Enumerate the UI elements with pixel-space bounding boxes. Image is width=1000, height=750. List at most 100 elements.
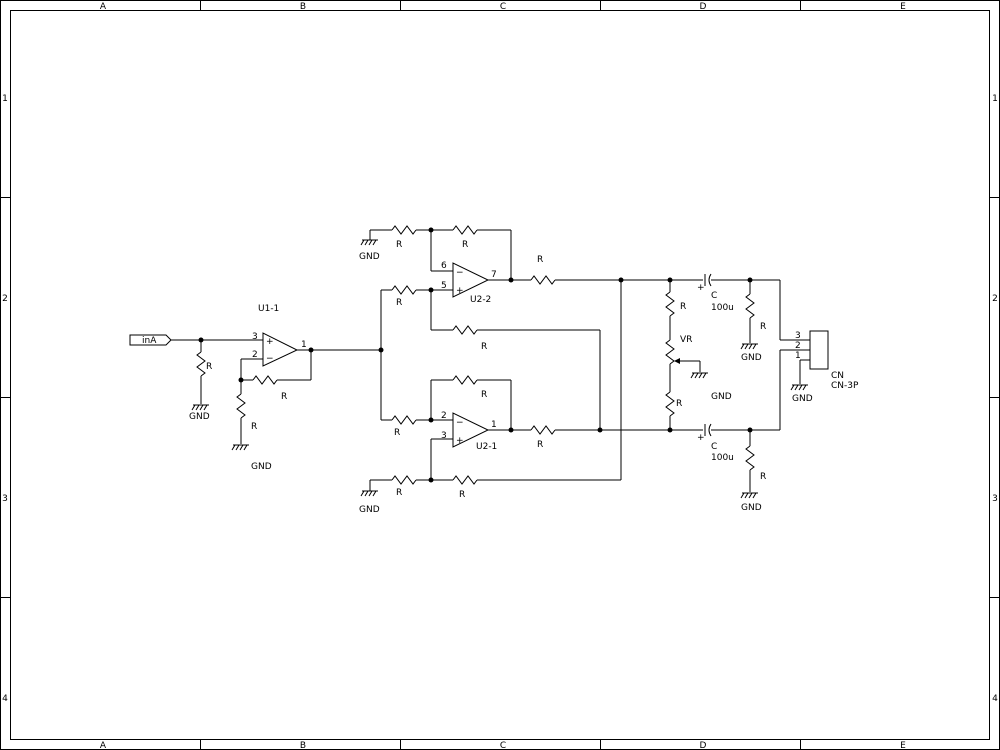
resistor-u1-gain (236, 393, 246, 419)
ground-label: GND (741, 353, 762, 363)
resistor-vr-upper (665, 291, 675, 317)
ground-label: GND (711, 392, 732, 402)
resistor-label: R (206, 362, 212, 372)
frame-col-top-c: C (500, 2, 506, 12)
input-port-label: inA (142, 336, 157, 346)
capacitor-value: 100u (711, 303, 734, 313)
resistor-u2-2-input (391, 285, 417, 295)
opamp-pin-label: 2 (252, 350, 258, 360)
resistor-u2-2-output (530, 275, 556, 285)
opamp-plus-sign: + (456, 436, 464, 446)
resistor-u2-2-feedback (452, 225, 478, 235)
opamp-minus-sign: − (456, 418, 464, 428)
resistor-label: R (462, 240, 468, 250)
opamp-minus-sign: − (456, 268, 464, 278)
ground-label: GND (359, 252, 380, 262)
resistor-label: R (760, 472, 766, 482)
resistor-cross-upper (452, 325, 478, 335)
frame-col-top-b: B (300, 2, 306, 12)
frame-col-top-a: A (100, 2, 107, 12)
ground-label: GND (741, 503, 762, 513)
potentiometer-vr[interactable] (665, 339, 675, 365)
connector-cn[interactable] (809, 330, 829, 370)
resistor-input-shunt (196, 351, 206, 377)
resistor-label: R (394, 428, 400, 438)
resistor-u2-1-output (530, 425, 556, 435)
ground-icon (690, 372, 709, 379)
ground-label: GND (189, 412, 210, 422)
opamp-pin-label: 6 (441, 261, 447, 271)
resistor-u2-1-ground (391, 475, 417, 485)
resistor-label: R (396, 298, 402, 308)
connector-pin-label: 1 (795, 351, 801, 361)
resistor-label: R (760, 322, 766, 332)
frame-col-bottom-b: B (300, 741, 306, 750)
potentiometer-label: VR (680, 335, 692, 345)
opamp-u2-1 (452, 412, 490, 448)
junction-dot (597, 427, 603, 433)
ground-label: GND (359, 505, 380, 515)
opamp-pin-label: 1 (301, 340, 307, 350)
resistor-label: R (537, 255, 543, 265)
capacitor-upper (703, 273, 712, 287)
resistor-label: R (537, 440, 543, 450)
resistor-u1-feedback (252, 375, 278, 385)
frame-row-left-3: 3 (2, 494, 8, 504)
resistor-u2-2-ground (391, 225, 417, 235)
frame-col-top-e: E (900, 2, 906, 12)
resistor-label: R (459, 490, 465, 500)
frame-row-left-4: 4 (2, 694, 8, 704)
capacitor-polarity-mark: + (697, 433, 705, 443)
wiper-arrow-icon (674, 358, 680, 364)
ground-icon (740, 343, 759, 350)
ground-icon (191, 404, 210, 411)
resistor-label: R (676, 399, 682, 409)
frame-row-right-2: 2 (992, 294, 998, 304)
junction-dot (508, 427, 514, 433)
opamp-ref-label: U2-2 (470, 295, 491, 305)
opamp-minus-sign: − (266, 354, 274, 364)
junction-dot (428, 417, 434, 423)
capacitor-polarity-mark: + (697, 283, 705, 293)
frame-row-right-3: 3 (992, 494, 998, 504)
opamp-pin-label: 3 (252, 332, 258, 342)
frame-col-bottom-d: D (700, 741, 707, 750)
frame-row-left-2: 2 (2, 294, 8, 304)
opamp-pin-label: 7 (491, 270, 497, 280)
ground-icon (740, 492, 759, 499)
ground-icon (231, 444, 250, 451)
ground-label: GND (792, 394, 813, 404)
resistor-u2-1-input (391, 415, 417, 425)
resistor-output-upper (745, 293, 755, 319)
frame-col-bottom-e: E (900, 741, 906, 750)
resistor-u2-1-feedback (452, 375, 478, 385)
ground-icon (360, 490, 379, 497)
resistor-label: R (396, 240, 402, 250)
resistor-label: R (396, 488, 402, 498)
capacitor-label: C (711, 291, 717, 301)
opamp-pin-label: 2 (441, 411, 447, 421)
resistor-vr-lower (665, 391, 675, 417)
opamp-plus-sign: + (266, 337, 274, 347)
frame-col-top-d: D (700, 2, 707, 12)
frame-col-bottom-c: C (500, 741, 506, 750)
opamp-pin-label: 1 (491, 420, 497, 430)
resistor-label: R (481, 390, 487, 400)
opamp-plus-sign: + (456, 286, 464, 296)
capacitor-lower (703, 423, 712, 437)
opamp-u1-1 (262, 332, 299, 367)
opamp-ref-label: U2-1 (476, 442, 497, 452)
capacitor-value: 100u (711, 453, 734, 463)
opamp-u2-2 (452, 262, 490, 298)
resistor-cross-lower (452, 475, 478, 485)
opamp-pin-label: 3 (441, 431, 447, 441)
input-port[interactable] (129, 334, 172, 346)
frame-col-bottom-a: A (100, 741, 107, 750)
frame-row-right-1: 1 (992, 94, 998, 104)
connector-part-label: CN-3P (831, 381, 859, 391)
opamp-ref-label: U1-1 (258, 304, 279, 314)
resistor-output-lower (745, 445, 755, 471)
ground-icon (790, 384, 809, 391)
